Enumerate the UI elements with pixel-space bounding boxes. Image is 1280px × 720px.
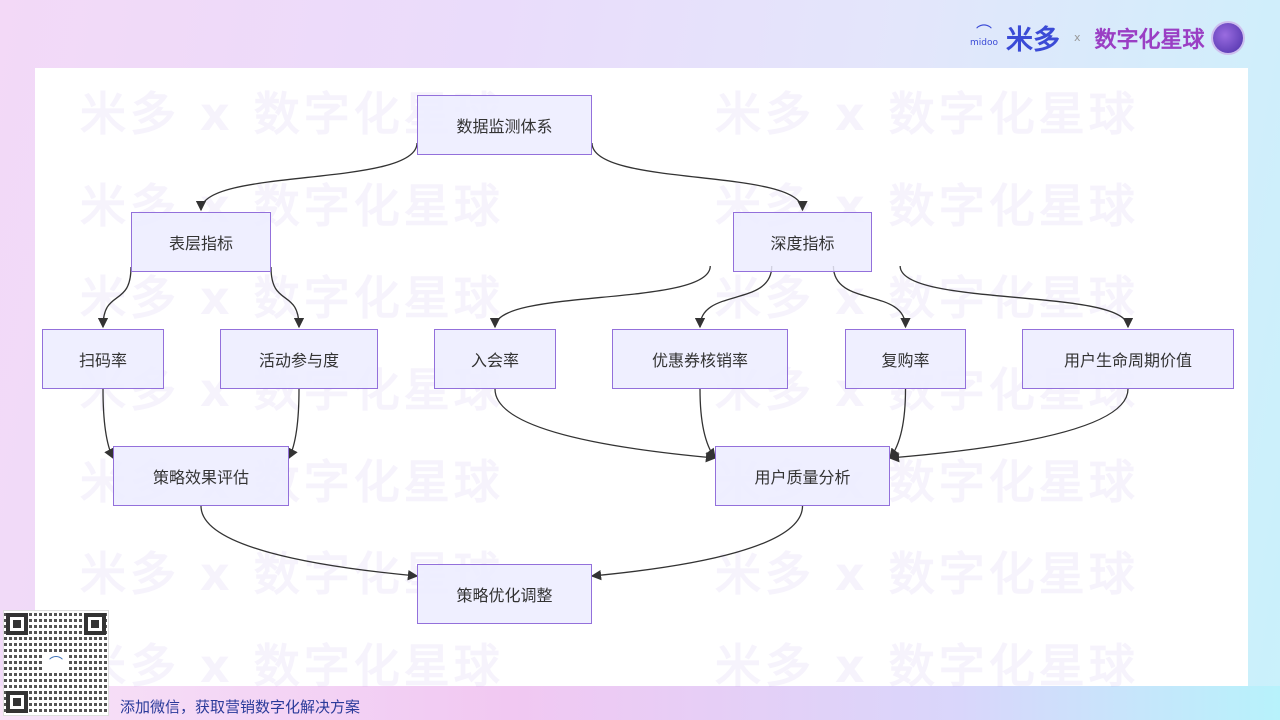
node-coupon: 优惠券核销率 [612,329,788,389]
node-repurchase: 复购率 [845,329,966,389]
qr-logo-icon: ⌒ [44,653,68,673]
node-join: 入会率 [434,329,556,389]
node-quality: 用户质量分析 [715,446,890,506]
edge-root-deep [591,142,808,212]
brand-logo: ⌒midoo 米多 x 数字化星球 [970,18,1243,57]
node-scan: 扫码率 [42,329,164,389]
node-eval: 策略效果评估 [113,446,289,506]
edge-deep-join [489,265,711,329]
edge-ltv-quality [888,388,1129,463]
edge-scan-eval [102,388,114,460]
planet-icon [1212,22,1243,53]
qr-code: ⌒ [3,610,109,716]
brand-midoo: 米多 [1006,25,1060,56]
node-root: 数据监测体系 [417,95,592,155]
edge-join-quality [494,388,717,463]
midoo-logo: ⌒midoo [970,22,998,48]
edge-coupon-quality [699,388,716,460]
edge-surface-scan [97,266,132,329]
edges-layer [97,142,1134,581]
footer-cta: 添加微信，获取营销数字化解决方案 [120,698,361,716]
edge-surface-activity [270,266,305,329]
node-activity: 活动参与度 [220,329,378,389]
edge-repurchase-quality [889,388,907,460]
edge-activity-eval [288,388,300,460]
brand-planet: 数字化星球 [1094,27,1205,53]
edge-root-surface [195,142,418,212]
edge-quality-optimize [590,505,804,581]
logo-sub: midoo [970,37,998,48]
diagram-canvas: 米多 x 数字化星球米多 x 数字化星球米多 x 数字化星球米多 x 数字化星球… [35,68,1248,693]
node-ltv: 用户生命周期价值 [1022,329,1234,389]
node-optimize: 策略优化调整 [417,564,592,624]
edge-deep-repurchase [832,265,911,329]
node-deep: 深度指标 [733,212,872,272]
node-surface: 表层指标 [131,212,271,272]
brand-separator: x [1074,31,1081,44]
bottom-band [0,686,1280,720]
edge-deep-coupon [694,265,773,329]
edge-eval-optimize [200,505,419,581]
edge-deep-ltv [899,265,1134,329]
